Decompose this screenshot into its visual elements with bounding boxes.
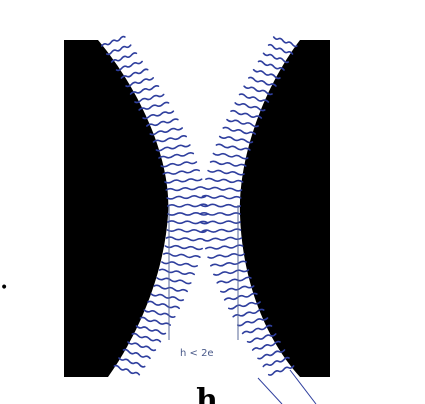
diagonal-line-1: [258, 378, 282, 404]
left-edge-mark: •: [0, 280, 8, 296]
gap-label: h < 2e: [180, 348, 214, 359]
bottom-letter: h: [196, 383, 218, 404]
